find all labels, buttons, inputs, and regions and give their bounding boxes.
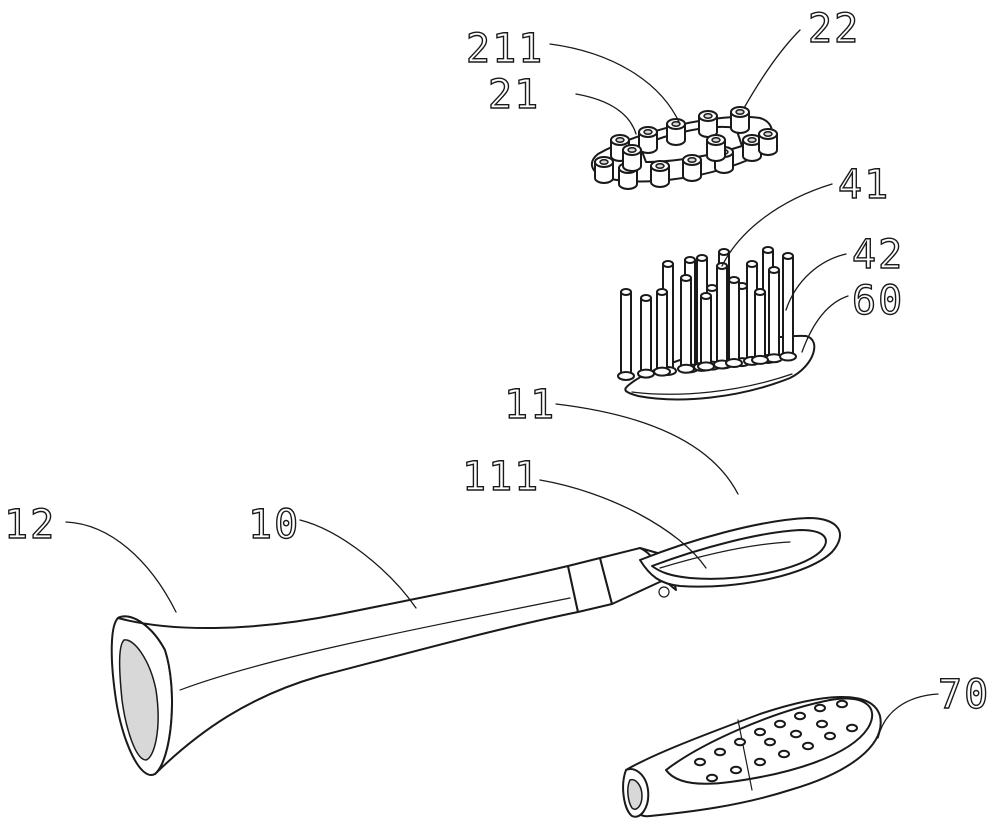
bristle-block-41: [618, 247, 814, 399]
tuft-cylinder: [699, 111, 717, 137]
cover-hole: [755, 729, 765, 735]
bristle-pin: [618, 289, 634, 380]
tuft-cylinder: [731, 107, 749, 133]
bristle-pin: [638, 295, 654, 378]
label-22: 22: [808, 6, 860, 52]
label-42: 42: [852, 232, 904, 278]
cover-hole: [779, 751, 789, 757]
label-12: 12: [4, 502, 56, 548]
cover-hole: [803, 743, 813, 749]
cover-hole: [695, 759, 705, 765]
cover-hole: [755, 759, 765, 765]
cover-cap-70: [623, 697, 881, 817]
cover-hole: [795, 713, 805, 719]
cover-hole: [817, 721, 827, 727]
tuft-cylinder: [651, 161, 669, 187]
bristle-pin: [714, 263, 730, 368]
bristle-pin: [678, 275, 694, 373]
cover-hole: [765, 739, 775, 745]
brush-handle-10: [112, 548, 676, 775]
cover-hole: [735, 739, 745, 745]
cover-hole: [707, 775, 717, 781]
label-60: 60: [852, 278, 904, 324]
cover-hole: [847, 725, 857, 731]
cover-hole: [791, 731, 801, 737]
label-70: 70: [938, 672, 990, 718]
tuft-carrier-21: [592, 107, 777, 189]
label-11: 11: [504, 382, 556, 428]
cover-hole: [825, 733, 835, 739]
bristle-pin: [654, 289, 670, 376]
tuft-cylinder: [595, 157, 613, 183]
cover-hole: [775, 721, 785, 727]
loop-frame-11: [640, 518, 840, 587]
label-111: 111: [462, 454, 540, 500]
label-41: 41: [838, 162, 890, 208]
tuft-cylinder: [623, 145, 641, 171]
tuft-cylinder: [683, 155, 701, 181]
bristle-pin: [726, 277, 742, 367]
cover-hole: [731, 767, 741, 773]
tuft-cylinder: [707, 135, 725, 161]
bristle-pin: [698, 293, 714, 370]
label-21: 21: [488, 72, 540, 118]
label-10: 10: [248, 502, 300, 548]
cover-hole: [715, 749, 725, 755]
label-211: 211: [466, 26, 544, 72]
bristle-pin: [752, 289, 768, 364]
cover-hole: [815, 705, 825, 711]
bristle-pin: [780, 253, 796, 361]
cover-hole: [837, 701, 847, 707]
tuft-cylinder: [667, 119, 685, 145]
tuft-cylinder: [759, 129, 777, 155]
bristle-pin: [766, 267, 782, 362]
